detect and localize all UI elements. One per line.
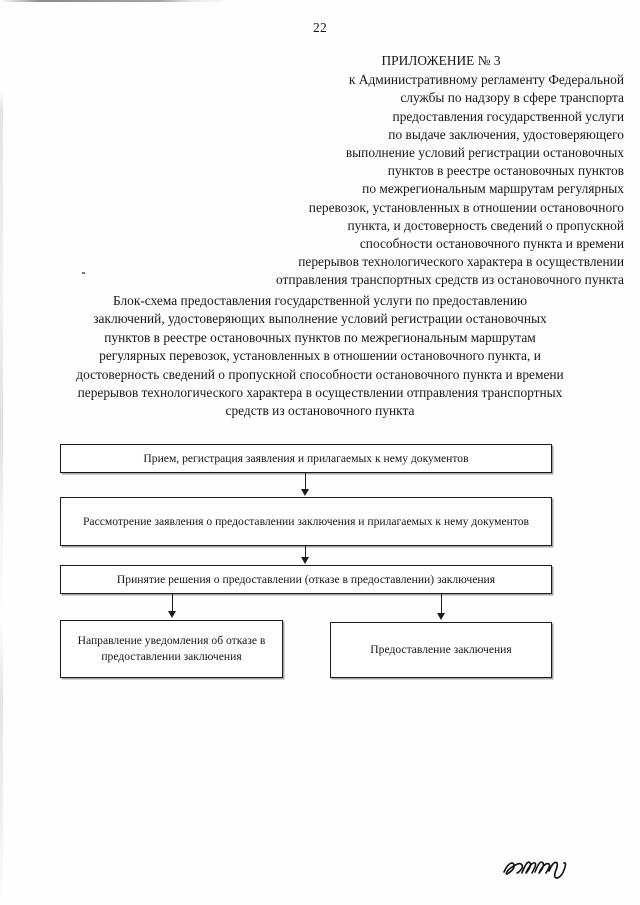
flow-node-label: Принятие решения о предоставлении (отказ… bbox=[116, 572, 496, 586]
scan-edge-top bbox=[0, 0, 640, 2]
flow-node-issue: Предоставление заключения bbox=[330, 622, 552, 678]
page-number: 22 bbox=[312, 20, 328, 35]
flow-node-label: Рассмотрение заявления о предоставлении … bbox=[82, 514, 530, 528]
arrowhead-decision-to-issue bbox=[436, 613, 445, 620]
appendix-heading-line: перевозок, установленных в отношении ост… bbox=[308, 199, 624, 215]
appendix-heading-line: по межрегиональным маршрутам регулярных bbox=[362, 181, 624, 197]
appendix-heading-line: выполнение условий регистрации остановоч… bbox=[345, 145, 624, 161]
appendix-heading-line: пункта, и достоверность сведений о пропу… bbox=[347, 217, 624, 233]
arrowhead-decision-to-refusal bbox=[167, 611, 176, 618]
arrowhead-review-to-decision bbox=[300, 557, 309, 564]
intro-line: средств из остановочного пункта bbox=[225, 403, 415, 419]
intro-line: пунктов в реестре остановочных пунктов п… bbox=[104, 329, 536, 345]
flow-node-decision: Принятие решения о предоставлении (отказ… bbox=[60, 565, 552, 594]
intro-line: достоверность сведений о пропускной спос… bbox=[76, 366, 564, 382]
connector-decision-to-refusal bbox=[171, 594, 174, 612]
flow-node-intake: Прием, регистрация заявления и прилагаем… bbox=[60, 444, 552, 473]
connector-intake-to-review bbox=[304, 473, 307, 490]
arrowhead-intake-to-review bbox=[300, 489, 309, 496]
appendix-heading-line: службы по надзору в сфере транспорта bbox=[400, 90, 624, 106]
appendix-title: ПРИЛОЖЕНИЕ № 3 bbox=[381, 53, 501, 68]
handwritten-signature bbox=[503, 861, 567, 879]
appendix-heading-line: отправления транспортных средств из оста… bbox=[276, 272, 624, 288]
flowchart-intro-paragraph: Блок-схема предоставления государственно… bbox=[72, 292, 568, 421]
appendix-heading-line: пунктов в реестре остановочных пунктов bbox=[387, 163, 624, 179]
intro-line: перерывов технологического характера в о… bbox=[77, 385, 563, 401]
intro-line: регулярных перевозок, установленных в от… bbox=[99, 348, 541, 364]
appendix-heading-line: перерывов технологического характера в о… bbox=[298, 254, 624, 270]
flow-node-refusal: Направление уведомления об отказе в пред… bbox=[60, 620, 283, 678]
appendix-heading-line: предоставления государственной услуги bbox=[392, 108, 624, 124]
flow-node-label: Направление уведомления об отказе в пред… bbox=[77, 634, 266, 663]
intro-line: заключений, удостоверяющих выполнение ус… bbox=[93, 311, 547, 327]
flow-node-label: Прием, регистрация заявления и прилагаем… bbox=[143, 451, 469, 465]
appendix-heading-block: ПРИЛОЖЕНИЕ № 3 к Административному регла… bbox=[258, 52, 624, 290]
connector-review-to-decision bbox=[304, 546, 307, 558]
appendix-heading-line: способности остановочного пункта и време… bbox=[359, 236, 624, 252]
connector-decision-to-issue bbox=[440, 594, 443, 614]
scan-speck bbox=[82, 272, 85, 274]
scan-edge-left bbox=[0, 0, 3, 905]
flow-node-label: Предоставление заключения bbox=[370, 643, 512, 656]
intro-line: Блок-схема предоставления государственно… bbox=[112, 293, 528, 308]
flow-node-review: Рассмотрение заявления о предоставлении … bbox=[60, 497, 552, 546]
appendix-heading-line: к Административному регламенту Федеральн… bbox=[348, 72, 624, 88]
appendix-heading-line: по выдаче заключения, удостоверяющего bbox=[388, 126, 624, 142]
